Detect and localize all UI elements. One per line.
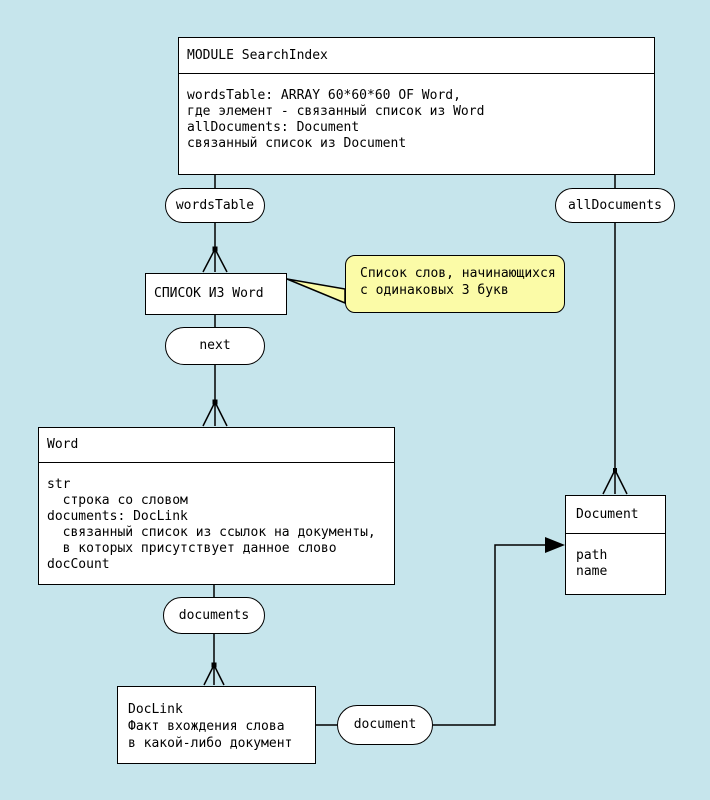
wordstable-oval-label: wordsTable [175,197,255,213]
document-box: Document path name [565,495,666,595]
doclink-box: DocLink Факт вхождения слова в какой-либ… [117,686,316,764]
crows-foot-word [202,401,228,427]
next-oval-label: next [199,338,231,353]
module-box-body: wordsTable: ARRAY 60*60*60 OF Word, где … [187,88,485,151]
alldocuments-oval-label: allDocuments [568,197,662,213]
document-box-fields: path name [576,548,608,579]
wordstable-oval: wordsTable [165,188,265,223]
crows-foot-documentbox [602,469,628,495]
module-box-title: MODULE SearchIndex [187,47,328,63]
note-callout: Список слов, начинающихся с одинаковых 3… [345,255,565,313]
documents-oval-label: documents [178,607,250,623]
junction-dot [211,662,217,668]
module-searchindex-box: MODULE SearchIndex wordsTable: ARRAY 60*… [178,37,655,175]
word-box-title: Word [47,437,79,452]
document-oval: document [337,705,433,745]
spisok-iz-word-box: СПИСОК ИЗ Word [145,273,287,315]
word-box-header: Word [39,428,394,463]
alldocuments-oval: allDocuments [555,188,675,223]
junction-dot [613,468,617,472]
crows-foot-spisok [202,248,228,273]
junction-dot [212,399,218,405]
arrowhead-icon [545,537,565,553]
document-box-header: Document [566,496,665,534]
word-box-body: str строка со словом documents: DocLink … [47,477,376,572]
document-oval-label: document [353,717,417,732]
edge-document-documentbox [433,544,548,726]
module-box-header: MODULE SearchIndex [179,38,654,74]
documents-oval: documents [163,597,265,634]
document-box-title: Document [576,506,639,522]
junction-dot [212,246,218,252]
next-oval: next [165,327,265,365]
note-tail [286,278,346,305]
word-box: Word str строка со словом documents: Doc… [38,427,395,585]
crows-foot-doclink [203,664,225,686]
spisok-box-label: СПИСОК ИЗ Word [154,286,264,301]
